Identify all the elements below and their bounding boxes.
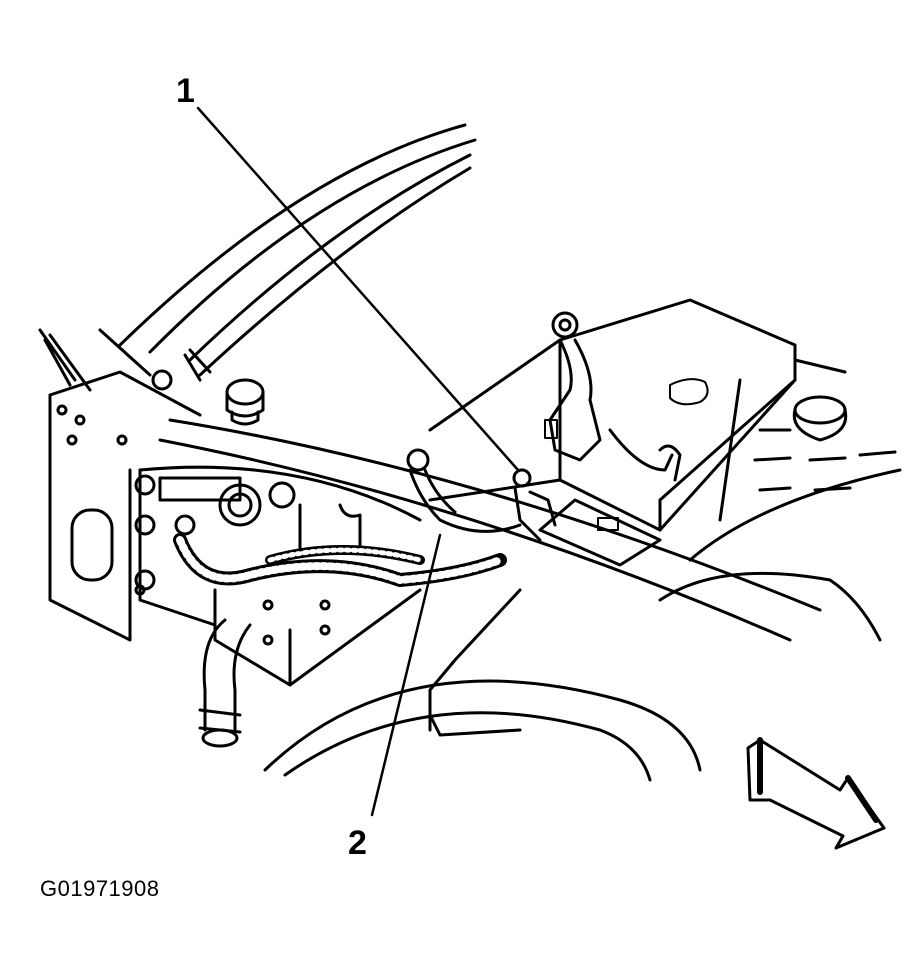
leader-line-1 xyxy=(196,106,520,472)
frame-bracket xyxy=(213,503,422,687)
leader-line-2 xyxy=(370,533,442,817)
figure-id-label: G01971908 xyxy=(40,876,160,901)
callout-2: 2 xyxy=(348,824,367,862)
wiring-harness xyxy=(173,533,507,587)
radiator-cap xyxy=(151,348,265,426)
battery-cable xyxy=(544,311,682,482)
callout-1: 1 xyxy=(176,72,195,110)
radiator-support xyxy=(134,418,822,642)
wheel-well xyxy=(263,468,902,782)
lower-hose xyxy=(198,618,252,748)
ground-wire xyxy=(406,448,557,542)
front-arrow-icon xyxy=(746,737,886,850)
battery-tray xyxy=(428,298,797,567)
left-fender-panel xyxy=(38,328,202,642)
leader-lines xyxy=(196,106,520,817)
engine-right-side xyxy=(718,358,897,522)
hood-edge-lines xyxy=(118,123,477,377)
